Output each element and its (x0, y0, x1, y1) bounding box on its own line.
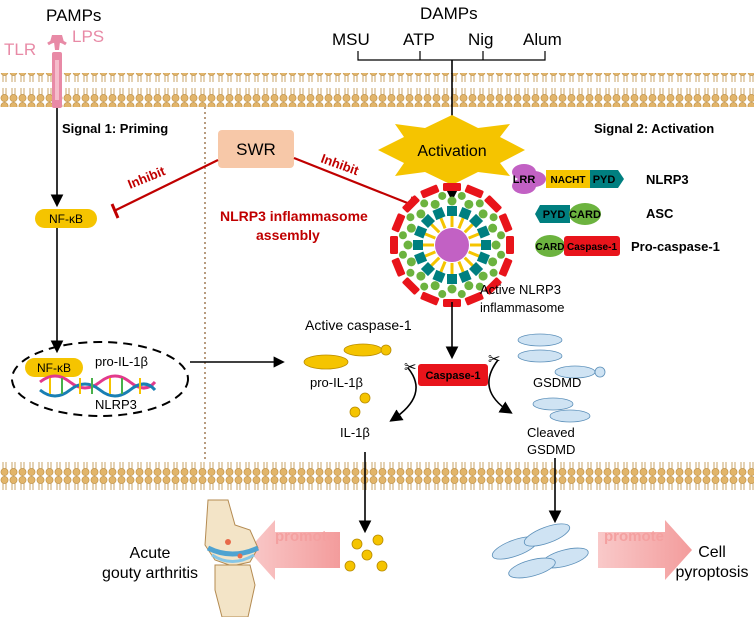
caspase1-box (418, 364, 488, 386)
il1b-label: IL-1β (340, 425, 370, 440)
legend-asc: PYD CARD ASC (535, 203, 674, 225)
legend-nlrp3: LRR NACHT PYD NLRP3 (512, 164, 689, 194)
damp-item-alum: Alum (523, 30, 562, 49)
signal1-label: Signal 1: Priming (62, 121, 168, 136)
outcome-left-line2: gouty arthritis (102, 565, 198, 582)
promote-arrow-right: promote (598, 520, 692, 580)
il1b-dot (349, 406, 361, 418)
il1b-released-icon (344, 534, 388, 572)
damps-bracket (357, 51, 546, 61)
legend-asc-card: CARD (569, 209, 601, 221)
cleaved-gsdmd-line1: Cleaved (527, 425, 575, 440)
outcome-left-line1: Acute (130, 545, 171, 562)
top-membrane (0, 73, 754, 107)
activation-label: Activation (417, 143, 486, 160)
nlrp3-inflammasome-icon (390, 183, 514, 307)
legend-procasp-caspase: Caspase-1 (567, 242, 617, 253)
legend-procasp-card: CARD (536, 242, 565, 253)
lps-label: LPS (72, 27, 104, 46)
cleaved-gsdmd-piece (549, 409, 591, 423)
cleaved-gsdmd-line2: GSDMD (527, 442, 575, 457)
caspase1-label: Caspase-1 (425, 370, 480, 382)
nfkb-label: NF-κB (49, 212, 83, 226)
damps-title: DAMPs (420, 4, 478, 23)
gsdmd-pore-icon (491, 523, 589, 579)
bottom-membrane (0, 462, 754, 496)
promote-label-left: promote (275, 528, 335, 545)
pamps-title: PAMPs (46, 6, 101, 25)
legend-asc-name: ASC (646, 206, 674, 221)
nucleus-pro-il1b-label: pro-IL-1β (95, 354, 148, 369)
inhibit-line-right (293, 156, 411, 206)
inhibit-bar-left (110, 203, 120, 219)
active-inflammasome-line2: inflammasome (480, 300, 565, 315)
swr-box (218, 130, 294, 168)
outcome-right-line1: Cell (698, 544, 726, 561)
legend-pyd: PYD (593, 174, 616, 186)
signal2-label: Signal 2: Activation (594, 121, 714, 136)
cleaved-gsdmd-piece (532, 397, 574, 411)
assembly-label-line2: assembly (256, 227, 320, 243)
scissors-icon: ✂ (404, 358, 417, 376)
active-caspase-label: Active caspase-1 (305, 317, 412, 333)
gsdmd-icon (517, 333, 606, 379)
tlr-label: TLR (4, 40, 36, 59)
damp-item-msu: MSU (332, 30, 370, 49)
damp-item-nig: Nig (468, 30, 494, 49)
inhibit-line-left (113, 159, 219, 212)
cleavage-arrow-right (488, 359, 513, 414)
nucleus-nfkb-label: NF-κB (37, 361, 71, 375)
dna-icon (39, 374, 157, 398)
cleavage-arrow-left (389, 367, 417, 422)
activation-burst (378, 115, 525, 185)
nucleus (11, 341, 189, 417)
legend-nacht: NACHT (551, 175, 586, 186)
il1b-dot (359, 392, 371, 404)
outcome-right-line2: pyroptosis (676, 564, 749, 581)
damps-list: MSU ATP Nig Alum (332, 30, 562, 49)
legend-asc-pyd: PYD (543, 209, 566, 221)
assembly-label-line1: NLRP3 inflammasome (220, 208, 368, 224)
pro-il1b-icon (303, 343, 392, 370)
legend-procasp-name: Pro-caspase-1 (631, 239, 720, 254)
legend-lrr: LRR (513, 174, 536, 186)
nucleus-nlrp3-label: NLRP3 (95, 397, 137, 412)
legend-procaspase: CARD Caspase-1 Pro-caspase-1 (535, 235, 720, 257)
tlr-receptor-icon (47, 35, 67, 108)
pro-il1b-label: pro-IL-1β (310, 375, 363, 390)
swr-label: SWR (236, 140, 276, 159)
damp-item-atp: ATP (403, 30, 435, 49)
nfkb-pill (35, 209, 97, 228)
nucleus-nfkb-pill (25, 358, 83, 377)
active-inflammasome-line1: Active NLRP3 (480, 282, 561, 297)
gsdmd-label: GSDMD (533, 375, 581, 390)
promote-arrow-left: promote (248, 520, 340, 580)
knee-joint-icon (204, 499, 260, 617)
promote-label-right: promote (604, 528, 664, 545)
inhibit-label-right: Inhibit (319, 151, 361, 179)
scissors-icon: ✂ (488, 350, 501, 368)
legend-nlrp3-name: NLRP3 (646, 172, 689, 187)
